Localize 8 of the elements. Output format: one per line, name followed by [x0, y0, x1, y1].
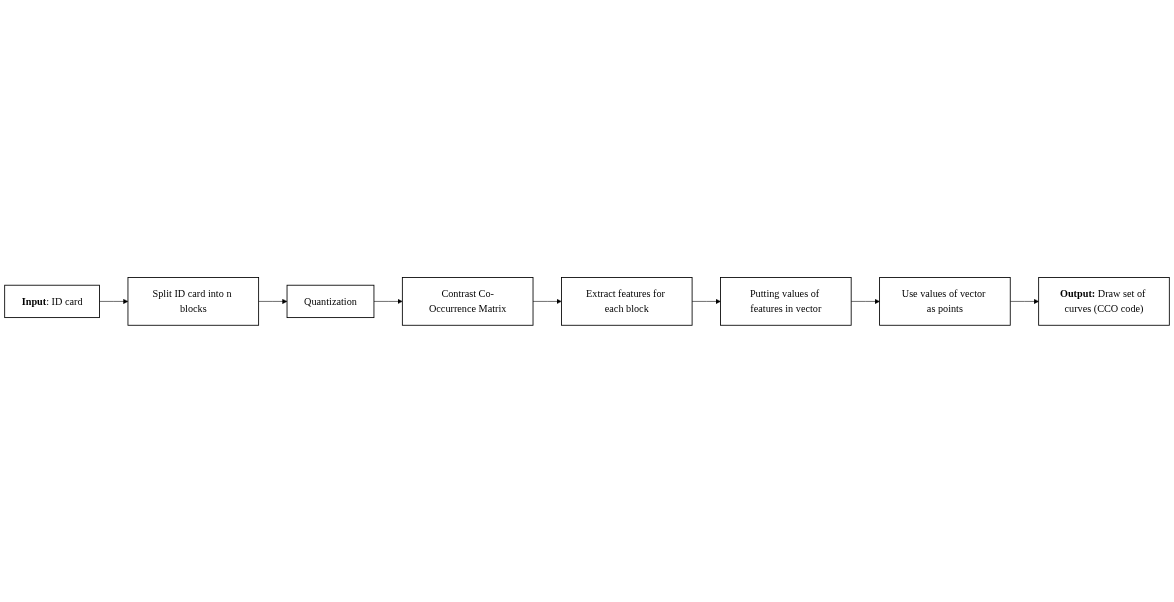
node-box: Split ID card into n blocks: [127, 276, 260, 326]
node-box: Use values of vector as points: [879, 276, 1011, 326]
node-box: Quantization: [286, 284, 375, 318]
node-box: Contrast Co-Occurrence Matrix: [401, 276, 534, 326]
node-box: Input: ID card: [4, 284, 100, 318]
node-box: Putting values of features in vector: [720, 276, 852, 326]
node-box: Output: Draw set of curves (CCO code): [1038, 276, 1170, 326]
node-box: Extract features for each block: [561, 276, 693, 326]
